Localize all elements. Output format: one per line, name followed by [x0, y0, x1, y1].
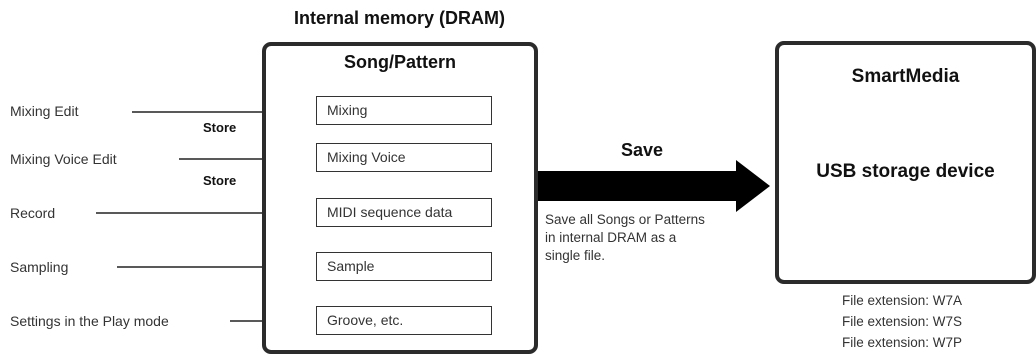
save-label: Save: [620, 140, 664, 160]
save-arrow: [533, 160, 770, 212]
data-item-mixing-voice: Mixing Voice: [316, 143, 492, 172]
store-label-2: Store: [203, 173, 237, 188]
data-item-mixing: Mixing: [316, 96, 492, 125]
input-label-record: Record: [10, 205, 56, 221]
external-storage-box: [775, 41, 1036, 284]
save-description: Save all Songs or Patterns in internal D…: [545, 211, 765, 265]
song-pattern-title: Song/Pattern: [343, 52, 456, 72]
input-label-sampling: Sampling: [10, 259, 69, 275]
file-extension-w7p: File extension: W7P: [842, 335, 963, 350]
input-label-mixing-edit: Mixing Edit: [10, 103, 79, 119]
data-item-groove: Groove, etc.: [316, 306, 492, 335]
file-extension-w7a: File extension: W7A: [842, 293, 963, 308]
store-label-1: Store: [203, 120, 237, 135]
save-description-line: single file.: [545, 248, 606, 263]
internal-memory-box: [262, 42, 538, 354]
input-label-settings-play-mode: Settings in the Play mode: [10, 313, 169, 329]
file-extension-w7s: File extension: W7S: [842, 314, 963, 329]
save-description-line: Save all Songs or Patterns: [545, 212, 705, 227]
usb-storage-label: USB storage device: [816, 161, 995, 182]
data-item-sample: Sample: [316, 252, 492, 281]
internal-memory-title: Internal memory (DRAM): [293, 8, 506, 28]
smartmedia-label: SmartMedia: [851, 66, 960, 87]
data-item-midi-sequence: MIDI sequence data: [316, 198, 492, 227]
save-description-line: in internal DRAM as a: [545, 230, 677, 245]
input-label-mixing-voice-edit: Mixing Voice Edit: [10, 151, 117, 167]
